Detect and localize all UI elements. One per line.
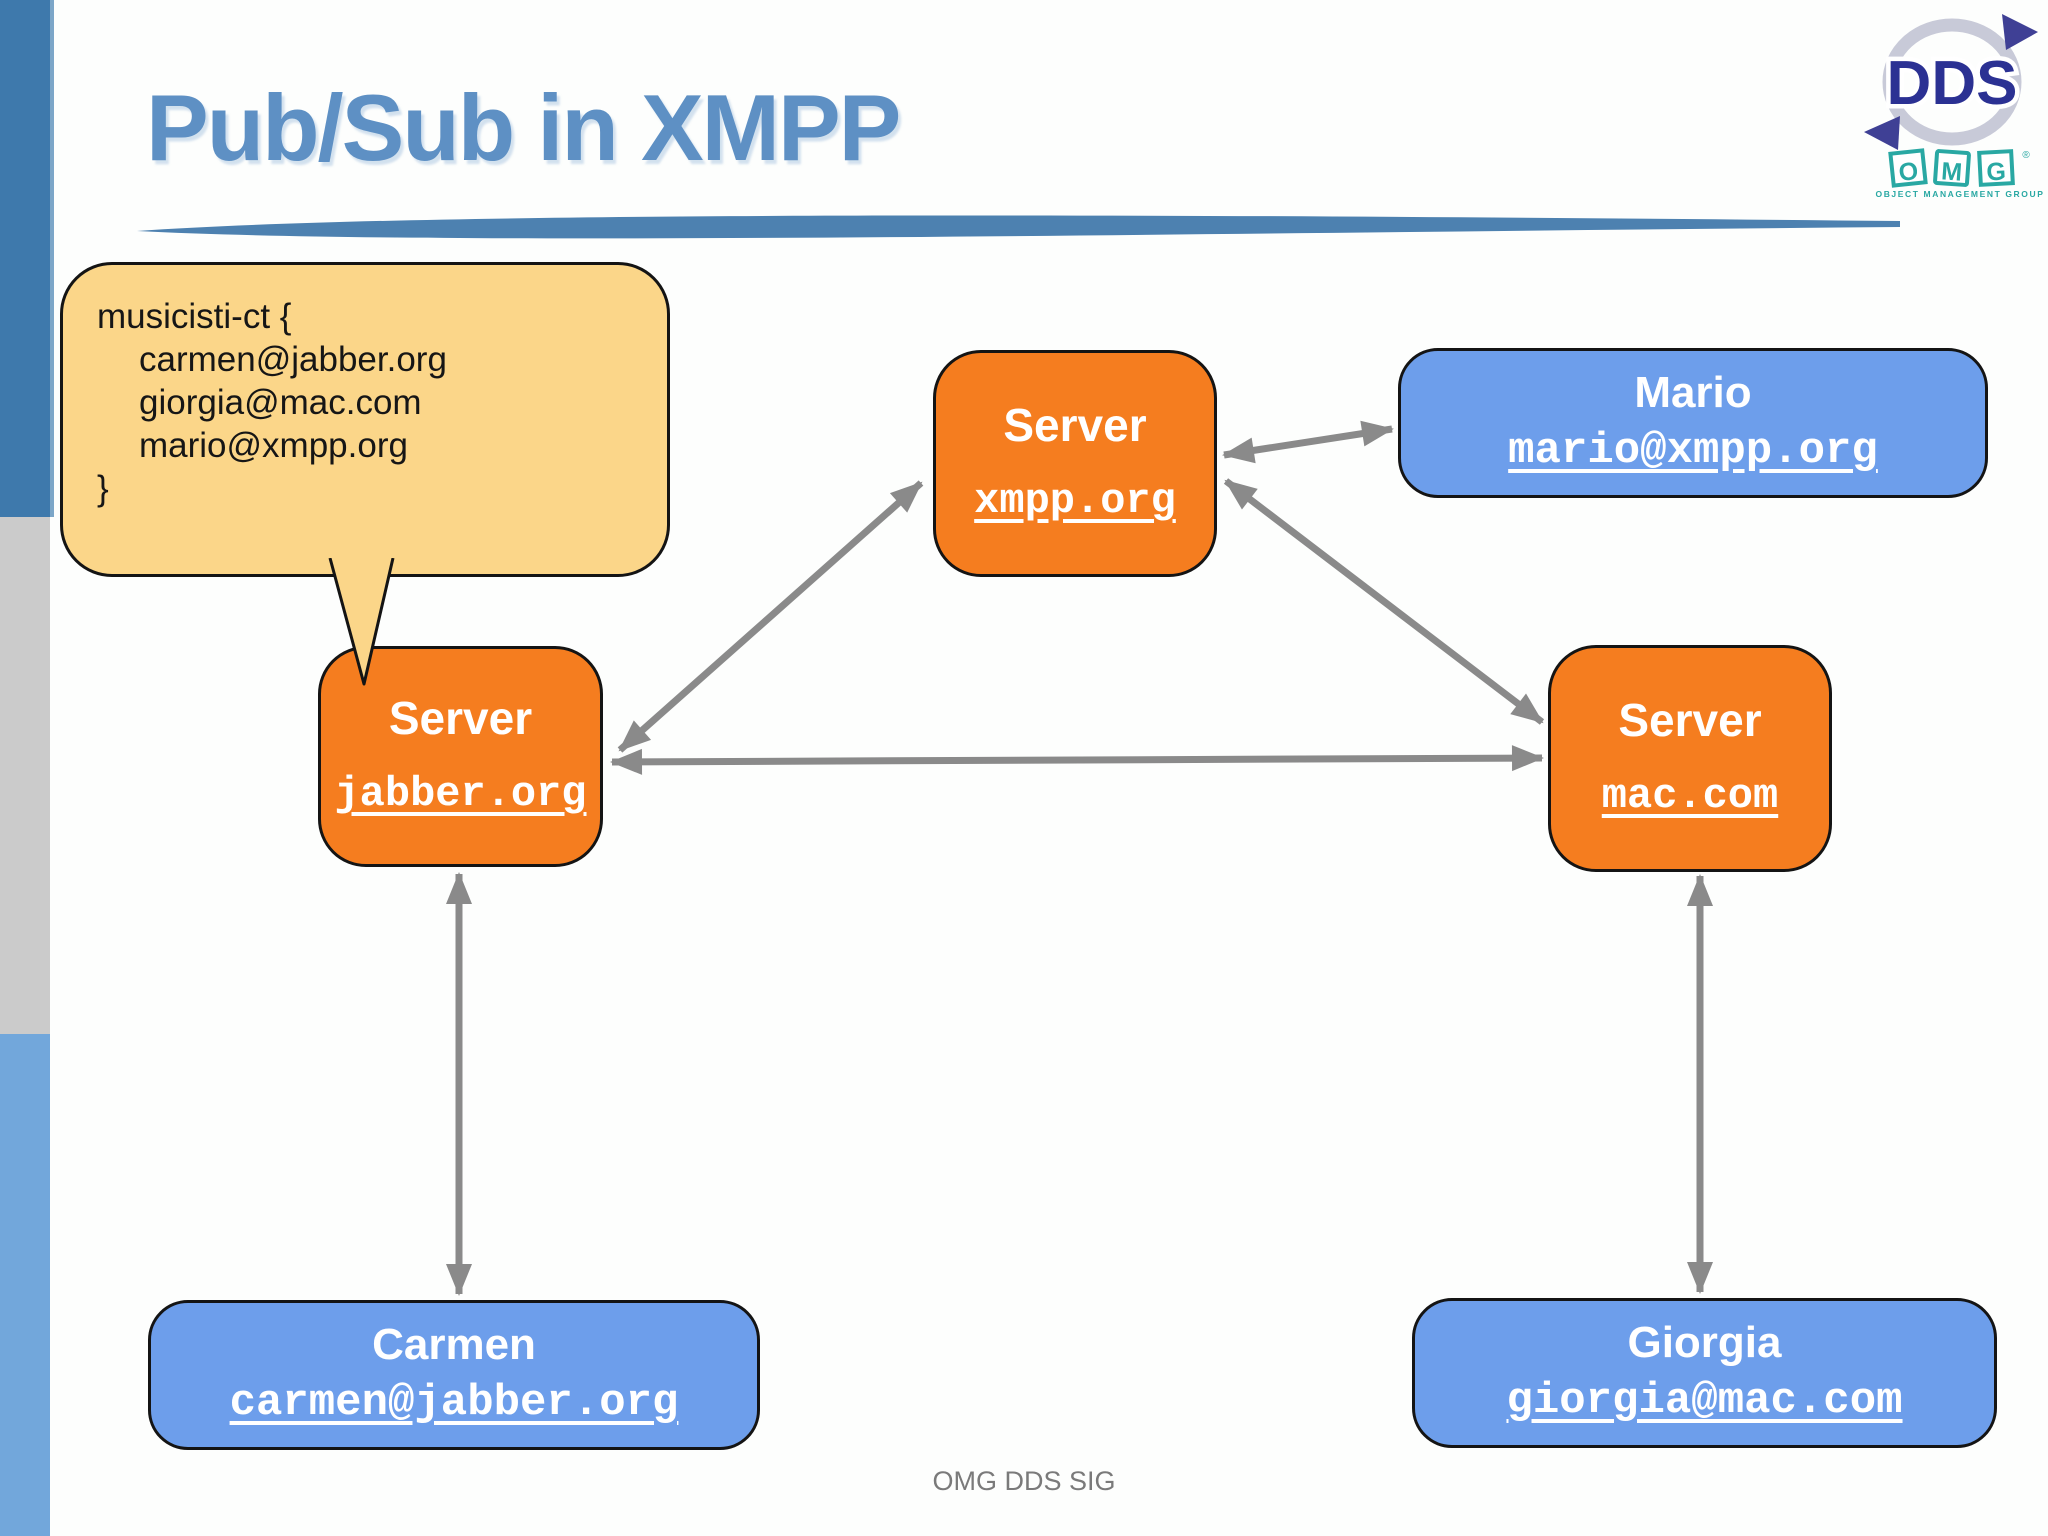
- node-server-mac: Server mac.com: [1548, 645, 1832, 872]
- server-label: Server: [1618, 694, 1762, 747]
- arrow-jabber-xmpp: [617, 480, 924, 753]
- client-jid-link[interactable]: carmen@jabber.org: [229, 1377, 679, 1428]
- dds-logo: DDS: [1864, 14, 2038, 150]
- node-server-xmpp: Server xmpp.org: [933, 350, 1217, 577]
- client-jid-link[interactable]: giorgia@mac.com: [1506, 1375, 1903, 1426]
- topic-callout: musicisti-ct { carmen@jabber.org giorgia…: [60, 262, 670, 577]
- sidebar-stripe-middle: [0, 517, 50, 1034]
- node-client-carmen: Carmen carmen@jabber.org: [148, 1300, 760, 1450]
- slide-footer: OMG DDS SIG: [932, 1466, 1116, 1496]
- server-domain-link[interactable]: xmpp.org: [974, 477, 1176, 526]
- dds-logo-text: DDS: [1887, 49, 2018, 118]
- client-jid-link[interactable]: mario@xmpp.org: [1508, 425, 1878, 476]
- omg-letters: O M G ®: [1872, 148, 2048, 188]
- title-underline-brush: [137, 215, 1900, 239]
- server-domain-link[interactable]: mac.com: [1601, 772, 1779, 821]
- node-server-jabber: Server jabber.org: [318, 646, 603, 867]
- client-name: Giorgia: [1627, 1317, 1782, 1367]
- sidebar-stripe-top: [0, 0, 54, 517]
- omg-caption: OBJECT MANAGEMENT GROUP: [1875, 189, 2045, 199]
- dds-arrow-bottom-icon: [1864, 116, 1900, 150]
- dds-arrow-top-icon: [2002, 14, 2038, 50]
- node-client-giorgia: Giorgia giorgia@mac.com: [1412, 1298, 1997, 1448]
- client-name: Carmen: [372, 1319, 536, 1369]
- arrow-jabber-mac: [610, 745, 1544, 775]
- omg-logo: O M G ® OBJECT MANAGEMENT GROUP: [1872, 148, 2048, 199]
- server-label: Server: [388, 692, 533, 745]
- arrow-xmpp-mario: [1222, 420, 1394, 464]
- callout-line: carmen@jabber.org: [139, 340, 447, 379]
- node-client-mario: Mario mario@xmpp.org: [1398, 348, 1988, 498]
- page-title: Pub/Sub in XMPP: [146, 75, 901, 180]
- client-name: Mario: [1634, 367, 1752, 417]
- callout-line: }: [97, 469, 109, 508]
- callout-line: musicisti-ct {: [97, 297, 292, 336]
- sidebar-stripe-bottom: [0, 1034, 50, 1536]
- callout-tail: [328, 558, 395, 686]
- arrow-xmpp-mac: [1223, 478, 1545, 725]
- server-domain-link[interactable]: jabber.org: [334, 770, 587, 819]
- omg-registered-mark: ®: [2022, 150, 2030, 161]
- server-label: Server: [1003, 399, 1147, 452]
- callout-line: giorgia@mac.com: [139, 383, 422, 422]
- callout-line: mario@xmpp.org: [139, 426, 408, 465]
